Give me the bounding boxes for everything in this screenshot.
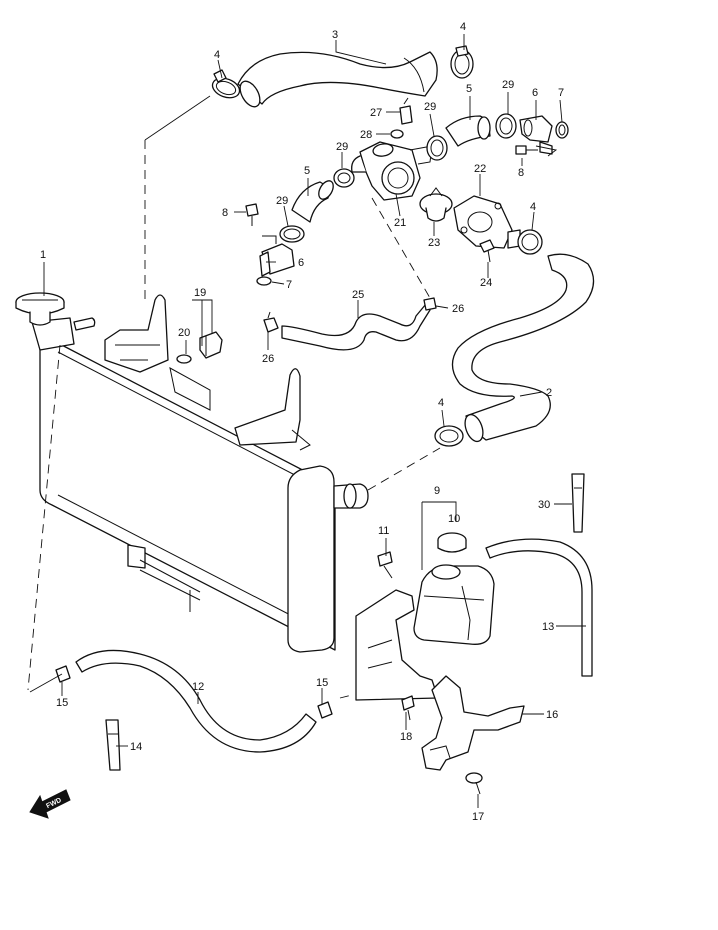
dashed-guide-lines [27,95,558,699]
radiator-cap [15,292,65,326]
callout-29-right: 29 [502,79,514,91]
hose-clamp-left-lower [279,225,305,243]
callout-25: 25 [352,289,364,301]
callout-27: 27 [370,107,382,119]
callout-2: 2 [546,387,552,399]
callout-16: 16 [546,709,558,721]
hose-clip-15-right [317,701,333,719]
radiator [31,294,369,653]
callout-3: 3 [332,29,338,41]
callout-6-right: 6 [532,87,538,99]
thermostat-housing [351,141,433,201]
hose-clip-26-right [423,297,437,311]
hose-clamp-top-left [211,69,241,99]
callout-leaders [43,34,586,808]
callout-8-right: 8 [518,167,524,179]
callout-28: 28 [360,129,372,141]
hose-clamp-right [495,113,517,139]
hose-lower [451,253,595,443]
reservoir-cap [437,532,467,553]
fan-switch-o-ring [176,354,192,364]
bolt-17 [465,772,483,795]
hose-clip-14 [105,719,121,771]
hose-clamp-lower [434,425,464,447]
callout-8-left: 8 [222,207,228,219]
callout-17: 17 [472,811,484,823]
hose-clip-15-left [55,665,71,683]
bolt-right [515,145,538,155]
callout-29-upper-left: 29 [336,141,348,153]
callout-26-left: 26 [262,353,274,365]
thermostat [419,187,453,222]
callout-30: 30 [538,499,550,511]
callout-6-left: 6 [298,257,304,269]
hose-short-left [291,180,334,223]
o-ring-left [256,276,272,286]
bolt-18 [401,695,415,721]
callout-19: 19 [194,287,206,299]
overflow-hose [75,649,317,753]
callout-4-lower: 4 [438,397,444,409]
callout-4-middle: 4 [530,201,536,213]
callout-21: 21 [394,217,406,229]
callout-15-left: 15 [56,697,68,709]
bolt-24 [479,239,495,263]
callout-11: 11 [378,525,389,537]
callout-29-housing: 29 [424,101,436,113]
hose-clip-26-left [263,311,279,333]
fitting-right [519,115,553,155]
reservoir-hose [485,538,593,677]
callout-5-right: 5 [466,83,472,95]
hose-short-right [445,115,491,147]
hose-clamp-left-upper [333,168,355,188]
thermostat-cover [453,195,521,249]
reservoir-tank [413,564,495,645]
callout-7-right: 7 [558,87,564,99]
callout-4-top-left: 4 [214,49,220,61]
callout-23: 23 [428,237,440,249]
fan-switch [199,331,223,359]
callout-7-left: 7 [286,279,292,291]
breather-hose [281,303,431,351]
mount-bracket [421,675,525,771]
washer-28 [390,129,404,139]
callout-9: 9 [434,485,440,497]
callout-1: 1 [40,249,46,261]
radiator-drain-bolt [73,317,96,331]
hose-upper [237,51,438,108]
bolt-left [245,203,259,226]
callout-14: 14 [130,741,142,753]
callout-15-right: 15 [316,677,328,689]
hose-clamp-top-right [450,45,474,79]
o-ring-right [555,121,569,139]
callout-labels: 1 2 3 4 4 4 4 5 5 6 6 7 7 8 8 9 10 11 12… [40,21,564,823]
callout-26-right: 26 [452,303,464,315]
callout-22: 22 [474,163,486,175]
callout-10: 10 [448,513,460,525]
callout-5-left: 5 [304,165,310,177]
hose-clamp-middle-right [517,229,543,255]
temp-sensor [399,97,413,125]
forward-arrow-icon: FWD [29,789,71,819]
hose-clamp-housing [426,135,448,161]
callout-29-lower-left: 29 [276,195,288,207]
hose-clip-30 [571,473,585,533]
bolt-11 [377,551,393,579]
callout-13: 13 [542,621,554,633]
fitting-left [259,235,295,277]
callout-4-top-right: 4 [460,21,466,33]
callout-12: 12 [192,681,204,693]
callout-20: 20 [178,327,190,339]
callout-18: 18 [400,731,412,743]
callout-24: 24 [480,277,492,289]
